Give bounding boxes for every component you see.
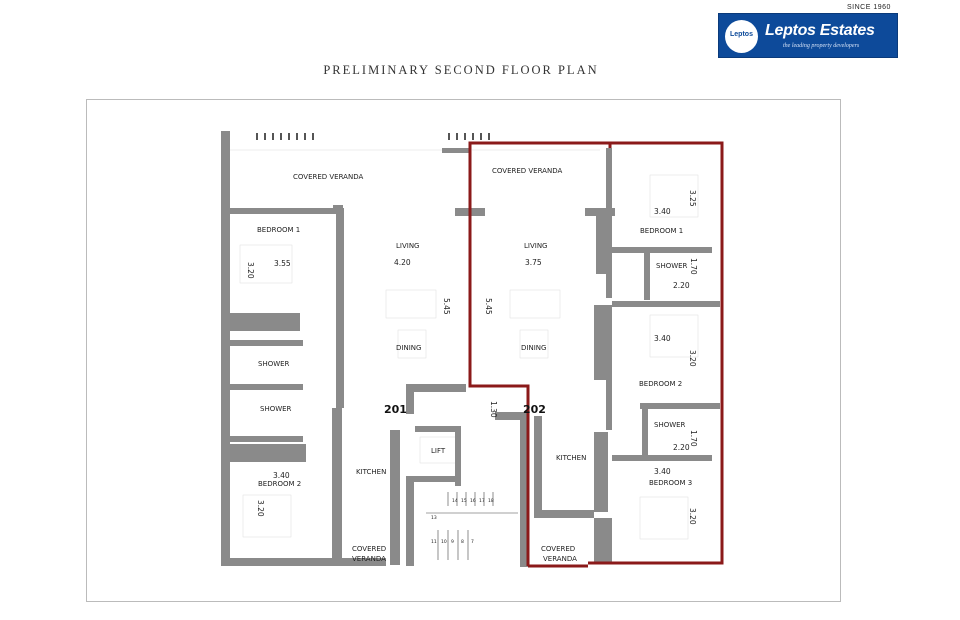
room-label: KITCHEN	[556, 454, 586, 462]
dimension-label: 3.25	[688, 190, 697, 207]
page-title: PRELIMINARY SECOND FLOOR PLAN	[323, 63, 599, 77]
room-label: LIFT	[431, 447, 446, 455]
stair-number: 9	[451, 539, 454, 545]
stair-number: 13	[431, 515, 437, 521]
logo-badge-text: Leptos	[730, 31, 753, 38]
dimension-label: 3.40	[654, 207, 671, 216]
walls	[221, 131, 720, 567]
dimension-label: 5.45	[484, 298, 493, 315]
unit-number: 202	[523, 403, 546, 416]
dimension-label: 3.20	[256, 500, 265, 517]
dimension-label: 3.55	[274, 259, 291, 268]
stair-number: 14	[452, 498, 458, 504]
dimension-label: 5.45	[442, 298, 451, 315]
dimension-label: 2.20	[673, 443, 690, 452]
room-label: SHOWER	[656, 262, 688, 270]
dimension-label: 1.70	[689, 430, 698, 447]
room-label: BEDROOM 2	[258, 480, 301, 488]
dimension-label: 1.30	[489, 401, 498, 418]
dimension-label: 3.40	[654, 334, 671, 343]
veranda-rails	[256, 133, 490, 140]
plan-frame	[86, 99, 841, 602]
dimension-label: 1.70	[689, 258, 698, 275]
stair-number: 10	[441, 539, 447, 545]
stair-number: 16	[470, 498, 476, 504]
room-label: BEDROOM 1	[257, 226, 300, 234]
stair-number: 11	[431, 539, 437, 545]
room-label: COVERED	[352, 545, 386, 553]
dimension-label: 3.40	[273, 471, 290, 480]
stair-number: 17	[479, 498, 485, 504]
room-label: KITCHEN	[356, 468, 386, 476]
room-label: LIVING	[524, 242, 547, 250]
room-label: SHOWER	[260, 405, 292, 413]
since-1960-text: SINCE 1960	[847, 4, 891, 11]
room-label: BEDROOM 3	[649, 479, 692, 487]
logo-tagline: the leading property developers	[783, 43, 860, 49]
leptos-estates-logo[interactable]: Leptos Leptos Estates the leading proper…	[718, 13, 898, 58]
dimension-label: 3.20	[688, 350, 697, 367]
stair-number: 8	[461, 539, 464, 545]
dimension-label: 3.20	[688, 508, 697, 525]
room-label: SHOWER	[258, 360, 290, 368]
unit-202-outline	[468, 141, 724, 568]
room-label: BEDROOM 1	[640, 227, 683, 235]
leptos-badge-icon: Leptos	[725, 20, 758, 53]
dimension-label: 3.20	[246, 262, 255, 279]
room-label: LIVING	[396, 242, 419, 250]
room-label: BEDROOM 2	[639, 380, 682, 388]
furniture-outlines	[230, 149, 699, 540]
stair-number: 7	[471, 539, 474, 545]
unit-number: 201	[384, 403, 407, 416]
room-label: DINING	[396, 344, 421, 352]
room-label: DINING	[521, 344, 546, 352]
room-label: VERANDA	[543, 555, 577, 563]
dimension-label: 3.75	[525, 258, 542, 267]
room-label: SHOWER	[654, 421, 686, 429]
dimension-label: 2.20	[673, 281, 690, 290]
room-label: COVERED VERANDA	[293, 173, 363, 181]
logo-name: Leptos Estates	[765, 22, 875, 39]
dimension-label: 3.40	[654, 467, 671, 476]
room-label: COVERED VERANDA	[492, 167, 562, 175]
room-label: VERANDA	[352, 555, 386, 563]
stair-treads	[426, 492, 518, 560]
dimension-label: 4.20	[394, 258, 411, 267]
stair-number: 18	[488, 498, 494, 504]
room-label: COVERED	[541, 545, 575, 553]
stair-number: 15	[461, 498, 467, 504]
